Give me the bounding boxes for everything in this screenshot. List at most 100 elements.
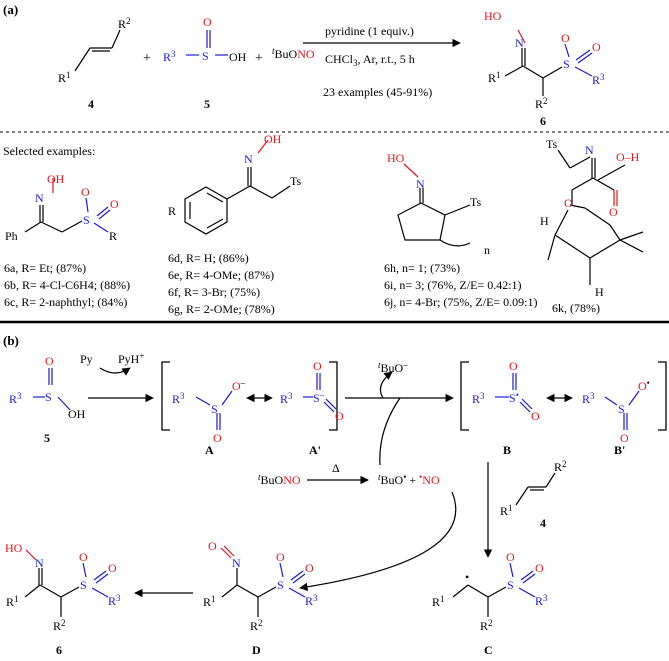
tbuo-loss-arrow bbox=[379, 371, 393, 399]
product-6-structure bbox=[24, 549, 109, 617]
heat-label: Δ bbox=[332, 461, 340, 475]
r1-label: R1 bbox=[6, 594, 19, 609]
r1-label: R1 bbox=[500, 503, 513, 518]
r3-label: R3 bbox=[305, 593, 318, 608]
r3-label: R3 bbox=[592, 72, 605, 87]
sulfur-label: S bbox=[202, 49, 209, 63]
r2-label: R2 bbox=[554, 459, 567, 474]
oxime-n-label: N bbox=[244, 152, 253, 166]
no-capture-curve bbox=[299, 491, 457, 591]
oxygen-label: O bbox=[620, 431, 629, 445]
sulfur-label: S bbox=[45, 390, 52, 404]
pyh-label: PyH+ bbox=[118, 351, 144, 366]
r3-label: R3 bbox=[9, 391, 22, 406]
r1-label: R1 bbox=[203, 594, 216, 609]
anion-a-prime-structure bbox=[303, 373, 337, 413]
panel-b-label: (b) bbox=[3, 333, 19, 348]
sulfur-label: S bbox=[80, 578, 87, 592]
conditions-reagent: pyridine (1 equiv.) bbox=[325, 24, 414, 38]
sulfur-label: S– bbox=[313, 390, 325, 405]
conditions-solvent: CHCl3, Ar, r.t., 5 h bbox=[325, 52, 415, 68]
oxime-n-label: N bbox=[35, 191, 44, 205]
oxygen-label: O bbox=[313, 359, 322, 373]
nitroso-d-structure bbox=[220, 545, 306, 617]
oxygen-label: O bbox=[79, 550, 88, 564]
r1-label: R1 bbox=[488, 70, 501, 85]
conditions-scope: 23 examples (45-91%) bbox=[323, 85, 432, 99]
oxygen-label: O bbox=[203, 15, 212, 29]
intermediate-b-label: B bbox=[503, 443, 511, 457]
oh-label: O–H bbox=[616, 150, 640, 164]
tbuo-radical-label: tBuO• + •NO bbox=[378, 472, 440, 487]
r3-label: R3 bbox=[535, 593, 548, 608]
r-label: R bbox=[168, 204, 176, 218]
oxygen-label: O bbox=[110, 197, 119, 211]
anion-a-structure bbox=[195, 390, 233, 430]
ester-oxygen-label: O bbox=[564, 196, 573, 210]
example-6j: 6j, n= 4-Br; (75%, Z/E= 0.09:1) bbox=[384, 295, 538, 309]
oxygen-label: O bbox=[213, 431, 222, 445]
oxygen-label: O bbox=[108, 561, 117, 575]
intermediate-b-prime-label: B' bbox=[614, 443, 625, 457]
compound-4-label: 4 bbox=[540, 516, 546, 530]
tbuono-reagent: tBuONO bbox=[258, 472, 301, 487]
sulfur-label: S• bbox=[509, 390, 519, 405]
product-6-structure bbox=[504, 29, 593, 96]
sulfur-label: S bbox=[563, 57, 570, 71]
oxime-ho-label: HO bbox=[484, 9, 502, 23]
oxime-n-label: N bbox=[35, 556, 44, 570]
r2-label: R2 bbox=[53, 618, 66, 633]
sulfinic-acid-5-structure bbox=[186, 30, 228, 56]
example-6e: 6e, R= 4-OMe; (87%) bbox=[168, 268, 274, 282]
r3-label: R3 bbox=[472, 391, 485, 406]
carbonyl-oxygen-label: O bbox=[609, 205, 618, 219]
panel-a-label: (a) bbox=[3, 2, 18, 17]
intermediate-a-label: A bbox=[205, 443, 214, 457]
oxime-n-label: N bbox=[585, 143, 594, 157]
nitroso-oxygen-label: O bbox=[208, 539, 217, 553]
oxygen-label: O bbox=[335, 409, 344, 423]
py-curved-arrow bbox=[99, 367, 131, 376]
oxygen-label: O bbox=[305, 561, 314, 575]
n-subscript: n bbox=[484, 243, 490, 257]
tbuono-reagent: tBuONO bbox=[272, 46, 315, 61]
ph-label: Ph bbox=[5, 229, 18, 243]
oxygen-label: O bbox=[592, 40, 601, 54]
example-6k-structure bbox=[547, 149, 644, 285]
example-6h-structure bbox=[397, 163, 471, 247]
example-6d: 6d, R= H; (86%) bbox=[168, 251, 249, 265]
oxygen-label: O bbox=[535, 561, 544, 575]
ts-label: Ts bbox=[290, 174, 301, 188]
oxygen-label: O– bbox=[232, 378, 246, 393]
example-6k: 6k, (78%) bbox=[552, 301, 600, 315]
plus-sign: + bbox=[255, 51, 263, 66]
h-label: H bbox=[540, 214, 549, 228]
plus-sign: + bbox=[143, 51, 151, 66]
oxime-n-label: N bbox=[515, 36, 524, 50]
sulfur-label: S bbox=[618, 402, 625, 416]
oxime-ho-label: HO bbox=[5, 541, 23, 555]
oxygen-label: O bbox=[45, 354, 54, 368]
example-6a-structure bbox=[24, 178, 111, 233]
r3-label: R3 bbox=[280, 391, 293, 406]
bracket-a bbox=[161, 361, 338, 431]
oxygen-label: O bbox=[276, 550, 285, 564]
example-6g: 6g, R= 2-OMe; (78%) bbox=[168, 302, 275, 316]
r2-label: R2 bbox=[535, 96, 548, 111]
r1-label: R1 bbox=[432, 594, 445, 609]
oh-label: OH bbox=[229, 50, 247, 64]
example-6b: 6b, R= 4-Cl-C6H4; (88%) bbox=[4, 278, 130, 292]
sulfur-label: S bbox=[507, 578, 514, 592]
radical-path-curve bbox=[379, 397, 401, 466]
r-label: R bbox=[109, 229, 117, 243]
oxime-ho-label: HO bbox=[387, 151, 405, 165]
oh-label: OH bbox=[68, 407, 86, 421]
nitroso-n-label: N bbox=[232, 556, 241, 570]
oxygen-label: O• bbox=[638, 378, 650, 393]
radical-b-prime-structure bbox=[604, 390, 640, 430]
h-label: H bbox=[595, 285, 604, 299]
bracket-b bbox=[460, 361, 667, 431]
ts-label: Ts bbox=[546, 137, 557, 151]
oxygen-label: O bbox=[561, 31, 570, 45]
